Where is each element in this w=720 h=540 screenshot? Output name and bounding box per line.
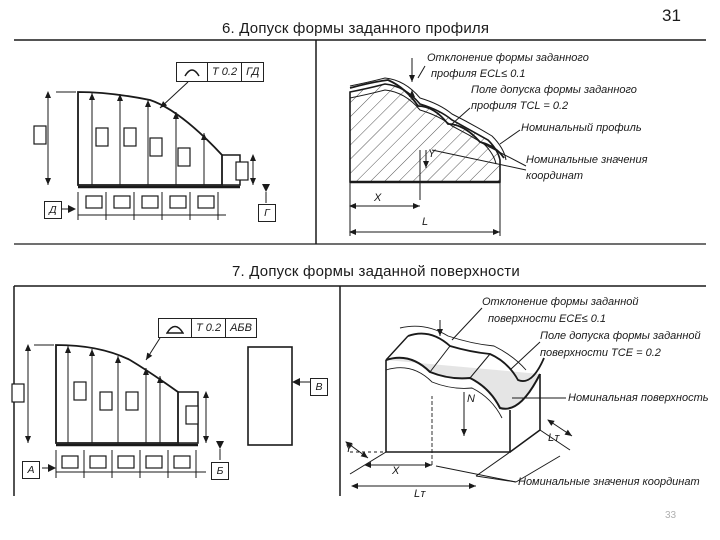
datum-g-box: Г <box>258 204 276 222</box>
section6-field-line1: Поле допуска формы заданного <box>471 84 637 96</box>
section6-coords-line1: Номинальные значения <box>526 154 648 166</box>
slide-number: 33 <box>665 510 677 521</box>
datum-v-box: В <box>310 378 328 396</box>
section7-surface-view <box>345 325 573 489</box>
section7-dimension-boxes <box>11 381 199 469</box>
section6-dim-l: L <box>422 216 429 228</box>
datum-d-box: Д <box>44 201 62 219</box>
datum-g-triangle <box>262 184 270 192</box>
section6-profile-view <box>349 77 507 236</box>
section6-datum-refs: ГД <box>246 66 260 78</box>
datum-b-box: Б <box>211 462 229 480</box>
section6-deviation-line1: Отклонение формы заданного <box>427 52 589 64</box>
arc-profile-symbol-icon <box>177 63 208 81</box>
section6-frame-leader <box>159 81 189 109</box>
section6-dim-y: Y <box>428 148 436 160</box>
section7-ordinate-arrows <box>25 344 209 478</box>
section7-deviation-line1: Отклонение формы заданной <box>482 296 639 308</box>
section6-callout-leaders <box>409 58 527 171</box>
section7-dim-n: N <box>467 393 475 405</box>
section6-nominal-label: Номинальный профиль <box>521 122 642 134</box>
arc-profile-symbol-svg <box>184 69 200 77</box>
datum-b-triangle <box>216 441 224 449</box>
datum-a-box: А <box>22 461 40 479</box>
section6-coords-line2: координат <box>526 170 584 182</box>
section7-tolerance-value: T 0.2 <box>192 319 227 337</box>
section7-tolerance-frame: T 0.2 АБВ <box>158 318 257 338</box>
datum-d-triangle <box>68 205 76 213</box>
section7-dim-lt: Lᴛ <box>414 488 426 500</box>
section7-dim-lr: Lᴛ <box>548 432 560 444</box>
section7-deviation-line2: поверхности ECE≤ 0.1 <box>488 313 607 325</box>
section6-ordinate-arrows <box>45 91 256 220</box>
datum-a-triangle <box>48 464 56 472</box>
section6-field-line2: профиля TCL = 0.2 <box>471 100 569 112</box>
section6-deviation-line2: профиля ECL≤ 0.1 <box>431 68 526 80</box>
page-number: 31 <box>662 6 681 25</box>
section6-dimension-boxes <box>33 125 249 209</box>
section7-datum-refs: АБВ <box>230 322 252 334</box>
section6-title: 6. Допуск формы заданного профиля <box>222 20 490 37</box>
section7-part-drawing <box>55 344 293 447</box>
section7-dim-y: Y <box>345 443 353 455</box>
arc-surface-symbol-svg <box>166 325 184 334</box>
arc-surface-symbol-icon <box>159 319 192 337</box>
datum-v-triangle <box>292 378 300 386</box>
section7-field-line2: поверхности TCE = 0.2 <box>540 347 661 359</box>
section6-tolerance-value: T 0.2 <box>208 63 243 81</box>
section7-coords-label: Номинальные значения координат <box>518 476 700 488</box>
section7-frame-leader <box>145 337 161 361</box>
section7-title: 7. Допуск формы заданной поверхности <box>232 263 520 280</box>
section7-callout-leaders <box>435 307 566 483</box>
section6-dim-x: X <box>374 192 382 204</box>
section7-field-line1: Поле допуска формы заданной <box>540 330 701 342</box>
section7-nominal-label: Номинальная поверхность <box>568 392 709 404</box>
section6-tolerance-frame: T 0.2 ГД <box>176 62 265 82</box>
section7-dim-x: X <box>392 465 400 477</box>
